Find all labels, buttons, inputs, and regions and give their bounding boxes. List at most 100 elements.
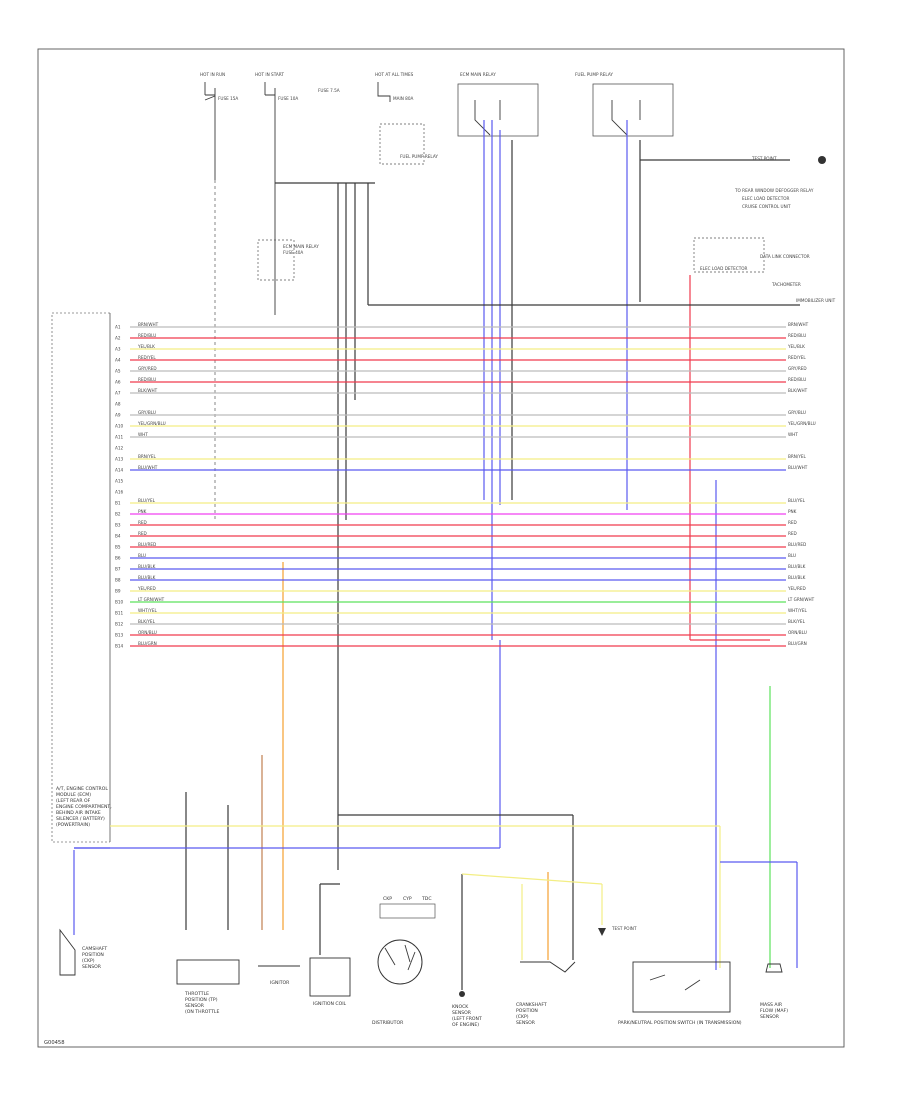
svg-text:FUSE 10A: FUSE 10A [278,96,298,101]
svg-text:IGNITOR: IGNITOR [270,980,290,986]
svg-text:CAMSHAFT: CAMSHAFT [82,946,107,952]
pin-number: A16 [115,490,124,495]
relay-box-1: ECM MAIN RELAY [457,72,539,137]
wire-color-label: BLU [788,553,796,558]
wire-color-label: BRN/WHT [788,322,809,327]
svg-text:KNOCK: KNOCK [452,1004,469,1010]
ecm-outline [51,312,110,843]
wire-color-label: BLU/RED [138,542,156,547]
wire-color-label: PNK [788,509,797,514]
fuse-block-hot-all: HOT AT ALL TIMES MAIN 80A FUEL PUMP RELA… [375,72,438,165]
pin-number: B7 [115,567,121,572]
wire-color-label: GRY/RED [788,366,807,371]
pin-number: A15 [115,479,124,484]
vertical-wires [73,120,800,990]
pin-number: A11 [115,435,124,440]
pin-number: A5 [115,369,121,374]
wire-color-label: WHT/YEL [788,608,807,613]
wire-color-label: RED/BLU [788,333,806,338]
wire-color-label: BLK/YEL [788,619,806,624]
svg-text:DATA LINK CONNECTOR: DATA LINK CONNECTOR [760,254,810,259]
svg-text:A/T, ENGINE CONTROL: A/T, ENGINE CONTROL [56,786,108,792]
pin-number: A2 [115,336,121,341]
svg-text:HOT AT ALL TIMES: HOT AT ALL TIMES [375,72,414,77]
pin-number: B13 [115,633,124,638]
svg-text:HOT IN START: HOT IN START [255,72,284,77]
svg-text:DISTRIBUTOR: DISTRIBUTOR [372,1020,404,1026]
svg-text:(LEFT FRONT: (LEFT FRONT [452,1016,482,1022]
svg-text:ELEC LOAD DETECTOR: ELEC LOAD DETECTOR [700,266,748,271]
wire-color-label: YEL/BLK [137,344,155,349]
wire-color-label: RED [138,531,147,536]
svg-text:(ON THROTTLE: (ON THROTTLE [185,1009,219,1015]
wire-color-label: RED/YEL [138,355,156,360]
svg-text:CYP: CYP [403,896,412,902]
svg-text:FUSE 15A: FUSE 15A [218,96,238,101]
pin-number: B8 [115,578,121,583]
svg-text:HOT IN RUN: HOT IN RUN [200,72,225,77]
wire-color-label: BRN/YEL [788,454,807,459]
wire-color-label: GRY/BLU [138,410,156,415]
svg-text:FLOW (MAF): FLOW (MAF) [760,1008,788,1014]
ecm-wire-rows [130,326,786,647]
svg-text:CRUISE CONTROL UNIT: CRUISE CONTROL UNIT [742,204,791,209]
wire-color-label: BLU/BLK [788,575,806,580]
wire-color-label: YEL/GRN/BLU [137,421,166,426]
ecm-main-relay: ECM MAIN RELAY FUSE 40A [257,239,319,281]
svg-text:TACHOMETER: TACHOMETER [771,282,801,287]
wire-color-label: WHT [138,432,148,437]
svg-text:TEST POINT: TEST POINT [611,926,637,931]
connector-wire [461,873,603,885]
pin-number: A6 [115,380,121,385]
right-top-labels: TEST POINT TO REAR WINDOW DEFOGGER RELAY… [693,156,836,303]
svg-text:CRANKSHAFT: CRANKSHAFT [516,1002,547,1008]
svg-text:ECM MAIN RELAY: ECM MAIN RELAY [460,72,496,77]
wire-color-label: BLU [138,553,146,558]
pin-number: A14 [115,468,124,473]
wire-color-label: BLK/YEL [138,619,156,624]
svg-text:SENSOR: SENSOR [760,1014,780,1020]
svg-text:BEHIND AIR INTAKE: BEHIND AIR INTAKE [56,810,101,816]
pin-number: A10 [115,424,124,429]
wire-color-label: WHT/YEL [138,608,157,613]
svg-text:(CKP): (CKP) [516,1014,529,1020]
test-point-lower: TEST POINT [598,926,637,936]
ignitor: IGNITOR [258,965,300,986]
pin-number: B1 [115,501,121,506]
svg-text:OF ENGINE): OF ENGINE) [452,1022,479,1028]
wire-color-label: BLU/WHT [138,465,158,470]
svg-text:IGNITION COIL: IGNITION COIL [313,1001,347,1007]
wire-color-label: BLU/YEL [138,498,156,503]
svg-text:(LEFT REAR OF: (LEFT REAR OF [56,798,91,804]
svg-text:TEST POINT: TEST POINT [751,156,777,161]
wire-color-label: BRN/YEL [138,454,157,459]
pin-number: B12 [115,622,124,627]
pin-number: A12 [115,446,124,451]
wire-color-label: BLU/WHT [788,465,808,470]
pin-number: A3 [115,347,121,352]
wire-color-label: RED/YEL [788,355,806,360]
pin-number: B4 [115,534,121,539]
crank-sensor: CRANKSHAFT POSITION (CKP) SENSOR [516,961,576,1026]
svg-text:ENGINE COMPARTMENT,: ENGINE COMPARTMENT, [56,804,112,810]
fuse-block-hot-run: HOT IN RUN FUSE 15A [200,72,238,520]
wire-color-label: BLK/WHT [788,388,808,393]
wire-color-label: YEL/GRN/BLU [787,421,816,426]
wire-color-label: PNK [138,509,147,514]
pin-number: B11 [115,611,124,616]
mass-air-sensor: MASS AIR FLOW (MAF) SENSOR [760,963,788,1020]
svg-text:POSITION: POSITION [82,952,104,958]
wire-color-label: BRN/WHT [138,322,159,327]
throttle-sensor: THROTTLE POSITION (TP) SENSOR (ON THROTT… [176,959,240,1015]
wire-color-label: YEL/RED [137,586,156,591]
svg-text:THROTTLE: THROTTLE [184,991,209,997]
wire-color-label: LT GRN/WHT [138,597,165,602]
pin-number: B9 [115,589,121,594]
pin-number: B10 [115,600,124,605]
diagram-id: G00458 [44,1040,65,1046]
svg-text:SENSOR: SENSOR [516,1020,536,1026]
wire-color-label: RED [788,531,797,536]
